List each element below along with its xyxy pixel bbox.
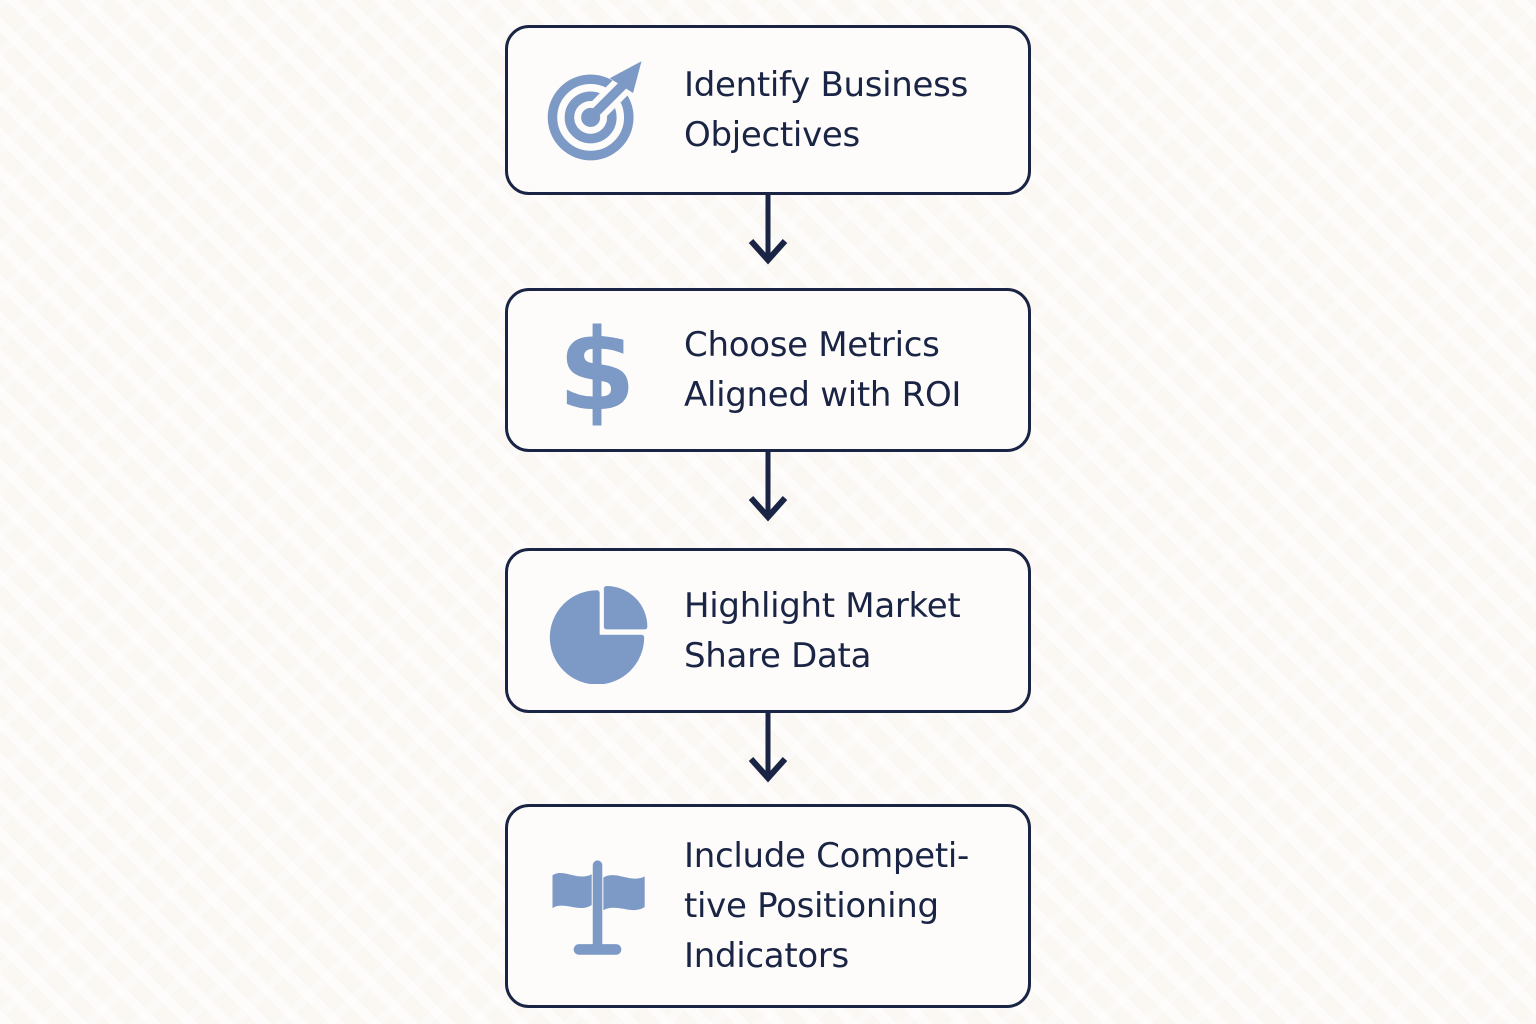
dollar-sign-icon: $: [540, 314, 654, 426]
target-icon: [540, 57, 654, 163]
label-line: Share Data: [684, 635, 872, 676]
pie-chart-icon: [540, 578, 654, 684]
flags-icon: [540, 853, 654, 959]
label-line: Highlight Market: [684, 585, 961, 626]
flow-node-competitive-positioning: Include Competi- tive Positioning Indica…: [505, 804, 1031, 1008]
label-line: Indicators: [684, 936, 849, 976]
label-line: Objectives: [684, 115, 860, 155]
label-line: Aligned with ROI: [684, 375, 962, 415]
flow-node-label: Highlight Market Share Data: [684, 581, 961, 681]
label-line: Include Competi-: [684, 836, 969, 876]
svg-text:$: $: [558, 314, 636, 426]
flow-node-choose-metrics-roi: $ Choose Metrics Aligned with ROI: [505, 288, 1031, 452]
flow-arrow: [748, 452, 788, 522]
flow-node-label: Identify Business Objectives: [684, 60, 968, 160]
flow-node-highlight-market-share: Highlight Market Share Data: [505, 548, 1031, 713]
flow-arrow: [748, 195, 788, 265]
flow-arrow: [748, 713, 788, 783]
flow-node-label: Include Competi- tive Positioning Indica…: [684, 831, 969, 981]
label-line: Identify Business: [684, 65, 968, 105]
flow-node-label: Choose Metrics Aligned with ROI: [684, 320, 961, 420]
label-line: Choose Metrics: [684, 325, 940, 365]
label-line: tive Positioning: [684, 886, 939, 926]
flow-node-identify-business-objectives: Identify Business Objectives: [505, 25, 1031, 195]
